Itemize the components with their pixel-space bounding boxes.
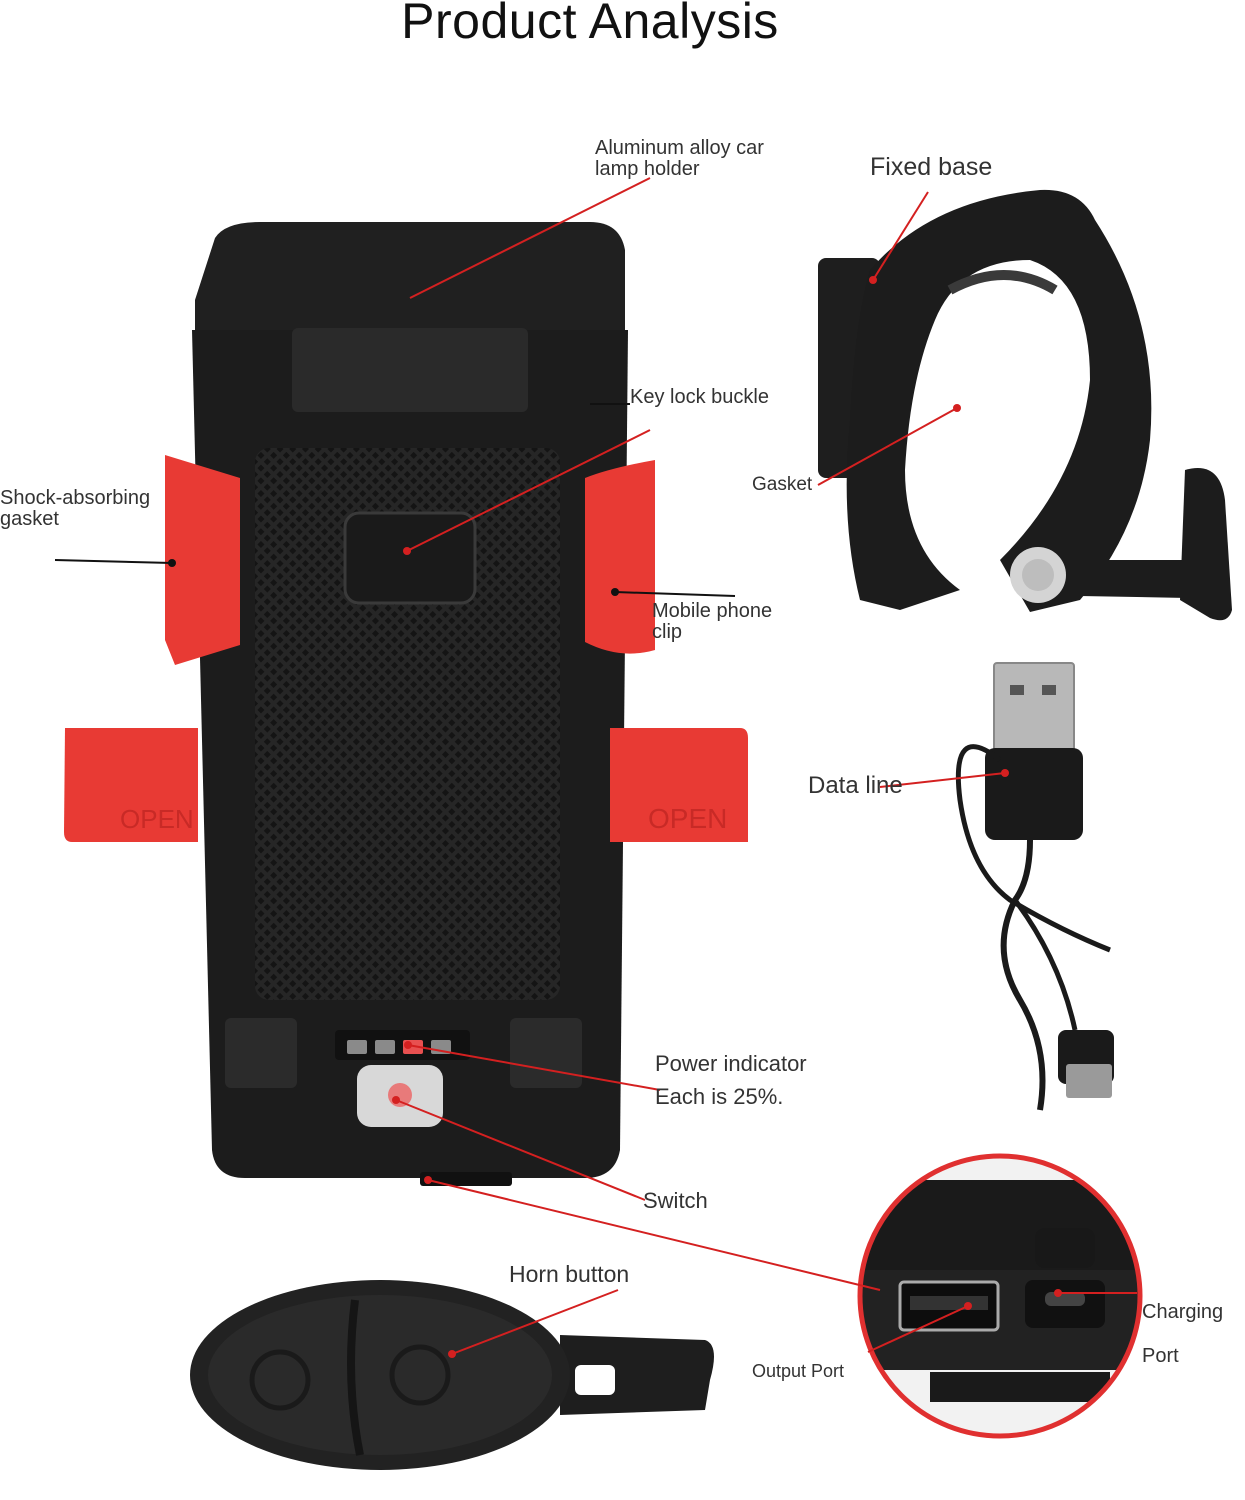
label-clip-line2: clip bbox=[652, 621, 683, 643]
label-horn-button: Horn button bbox=[509, 1261, 630, 1287]
label-port: Port bbox=[1142, 1345, 1179, 1367]
label-fixed-base: Fixed base bbox=[870, 153, 993, 181]
usb-cable bbox=[955, 662, 1114, 1111]
label-clip-line1: Mobile phone bbox=[652, 600, 773, 622]
port-closeup bbox=[857, 1153, 1143, 1439]
label-gasket: Gasket bbox=[752, 474, 813, 495]
label-shock-gasket: Shock-absorbing gasket bbox=[0, 488, 150, 530]
fixed-base-clamp bbox=[818, 189, 1232, 621]
label-aluminum-holder: Aluminum alloy car lamp holder bbox=[595, 138, 764, 180]
open-label-right: OPEN bbox=[648, 803, 727, 834]
leader-lines bbox=[54, 177, 1137, 1358]
label-power-indicator: Power indicator bbox=[655, 1051, 807, 1076]
horn-button-part bbox=[190, 1280, 714, 1470]
label-output-port: Output Port bbox=[752, 1361, 845, 1381]
page-title: Product Analysis bbox=[401, 0, 779, 49]
label-key-lock: Key lock buckle bbox=[630, 386, 769, 408]
label-aluminum-line2: lamp holder bbox=[595, 158, 700, 180]
label-data-line: Data line bbox=[808, 772, 903, 799]
label-each-25: Each is 25%. bbox=[655, 1084, 784, 1109]
main-holder-unit: OPEN OPEN bbox=[64, 222, 748, 1186]
label-shock-line1: Shock-absorbing bbox=[0, 487, 151, 509]
label-phone-clip: Mobile phone clip bbox=[652, 601, 772, 643]
label-shock-line2: gasket bbox=[0, 508, 59, 530]
label-switch: Switch bbox=[643, 1188, 708, 1213]
label-aluminum-line1: Aluminum alloy car bbox=[595, 137, 764, 159]
label-charging: Charging bbox=[1142, 1301, 1224, 1323]
open-label-left: OPEN bbox=[120, 804, 194, 834]
